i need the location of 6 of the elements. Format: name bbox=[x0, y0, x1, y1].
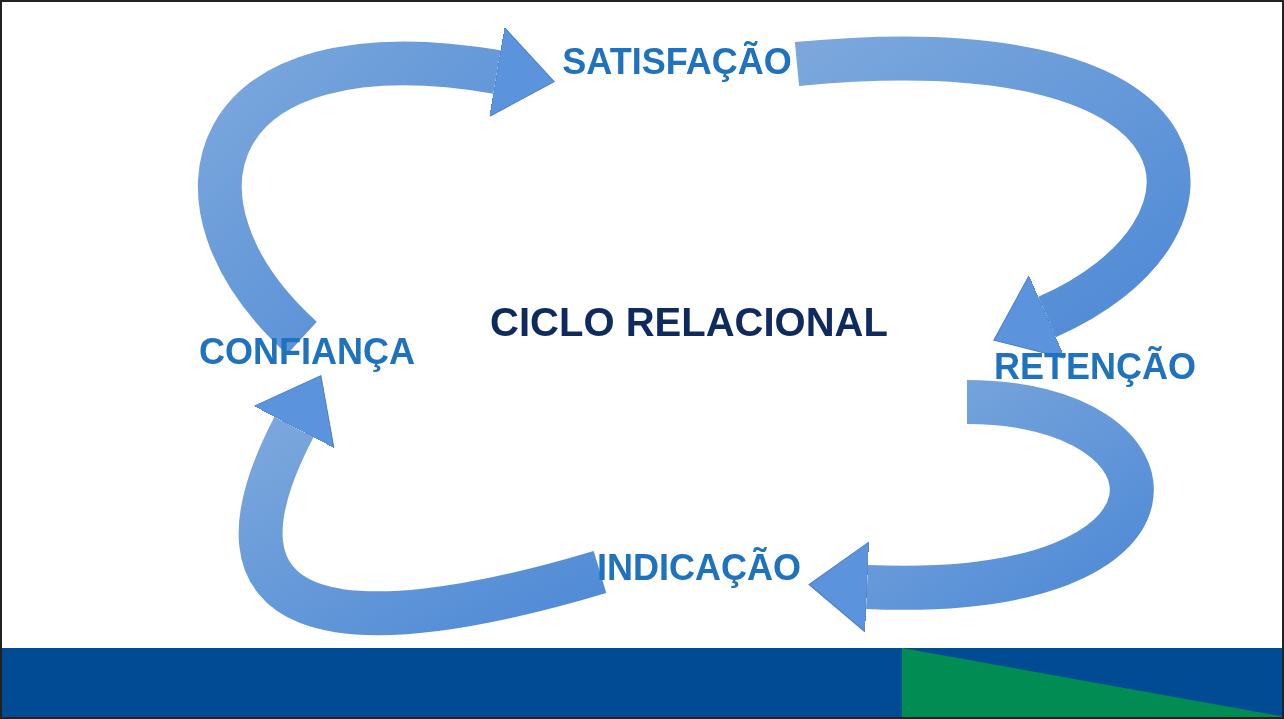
curved-arrow bbox=[239, 373, 606, 636]
stage-label: INDICAÇÃO bbox=[597, 548, 801, 588]
stage-label: CONFIANÇA bbox=[199, 332, 415, 372]
stage-label: SATISFAÇÃO bbox=[562, 42, 792, 82]
diagram-title: CICLO RELACIONAL bbox=[490, 299, 888, 345]
stage-label: RETENÇÃO bbox=[994, 347, 1196, 387]
